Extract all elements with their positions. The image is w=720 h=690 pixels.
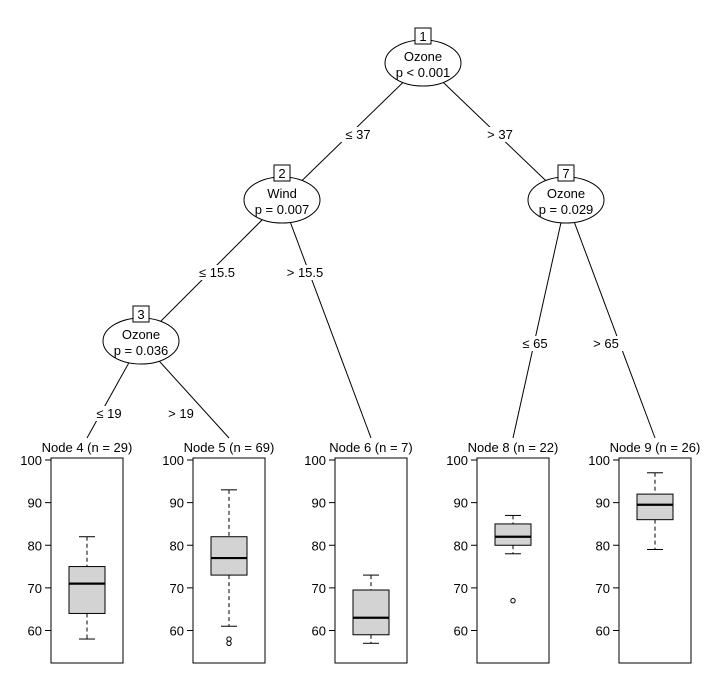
outlier-point (226, 636, 232, 642)
edge-label-bg (281, 265, 329, 280)
node-p-value: p = 0.007 (255, 202, 310, 217)
axis-tick-label: 70 (312, 581, 326, 596)
axis-tick-label: 100 (162, 453, 184, 468)
axis-tick-label: 80 (312, 538, 326, 553)
panel-frame (618, 457, 692, 664)
edge-2-6 (281, 199, 372, 439)
terminal-node-4: Node 4 (n = 29) 60 70 80 90 100 (20, 440, 133, 664)
node-id-box (132, 305, 150, 323)
axis-tick-label: 60 (596, 624, 610, 639)
edge-7-8 (512, 199, 567, 439)
axis-tick-label: 60 (312, 624, 326, 639)
node-id-box (273, 164, 291, 182)
panel-title: Node 5 (n = 69) (184, 440, 275, 455)
axis-tick-label: 90 (596, 496, 610, 511)
edge-label: ≤ 37 (345, 127, 370, 142)
iqr-box (636, 493, 674, 521)
terminal-node-6: Node 6 (n = 7) 60 70 80 90 100 (304, 440, 413, 664)
node-id-box (557, 164, 575, 182)
edge-label: > 65 (593, 336, 619, 351)
axis-tick-label: 70 (28, 581, 42, 596)
axis-tick-label: 60 (170, 624, 184, 639)
node-id: 3 (137, 307, 144, 322)
panel-title: Node 8 (n = 22) (468, 440, 559, 455)
iqr-box (68, 566, 106, 614)
edge-label-bg (589, 336, 623, 351)
panel-frame (476, 457, 550, 664)
iqr-box (494, 523, 532, 546)
edge-label-bg (483, 127, 517, 142)
node-p-value: p < 0.001 (396, 65, 451, 80)
terminal-node-5: Node 5 (n = 69) 60 70 80 90 100 (162, 440, 275, 664)
axis-tick-label: 70 (596, 581, 610, 596)
axis-tick-label: 100 (446, 453, 468, 468)
axis-tick-label: 90 (454, 496, 468, 511)
axis-tick-label: 90 (170, 496, 184, 511)
node-id: 2 (278, 166, 285, 181)
axis-tick-label: 100 (20, 453, 42, 468)
axis-tick-label: 90 (312, 496, 326, 511)
edge-label-bg (193, 265, 241, 280)
edge-label: ≤ 15.5 (199, 265, 235, 280)
edge-label-bg (341, 127, 375, 142)
edge-7-9 (565, 199, 656, 439)
edge-label-bg (518, 336, 552, 351)
axis-tick-label: 100 (588, 453, 610, 468)
axis-tick-label: 60 (28, 624, 42, 639)
panel-title: Node 9 (n = 26) (610, 440, 701, 455)
edge-label: > 15.5 (287, 265, 324, 280)
axis-tick-label: 90 (28, 496, 42, 511)
node-id-box (414, 27, 432, 45)
axis-tick-label: 80 (596, 538, 610, 553)
edge-label: ≤ 65 (522, 336, 547, 351)
axis-tick-label: 80 (454, 538, 468, 553)
node-id: 1 (419, 29, 426, 44)
node-p-value: p = 0.029 (539, 202, 594, 217)
edge-label-bg (164, 406, 198, 421)
axis-tick-label: 60 (454, 624, 468, 639)
node-id: 7 (562, 166, 569, 181)
axis-tick-label: 80 (28, 538, 42, 553)
edges-layer (86, 62, 656, 439)
edge-label: > 19 (168, 406, 194, 421)
node-variable: Ozone (122, 327, 160, 342)
axis-tick-label: 100 (304, 453, 326, 468)
node-p-value: p = 0.036 (114, 343, 169, 358)
edge-label: ≤ 19 (96, 406, 121, 421)
axis-tick-label: 70 (454, 581, 468, 596)
outlier-point (510, 597, 516, 604)
edge-label: > 37 (487, 127, 513, 142)
node-variable: Wind (267, 186, 297, 201)
panel-title: Node 6 (n = 7) (329, 440, 412, 455)
axis-tick-label: 80 (170, 538, 184, 553)
axis-tick-label: 70 (170, 581, 184, 596)
terminal-node-8: Node 8 (n = 22) 60 70 80 90 100 (446, 440, 559, 664)
iqr-box (210, 536, 248, 576)
outlier-point (226, 640, 232, 646)
node-variable: Ozone (547, 186, 585, 201)
terminal-node-9: Node 9 (n = 26) 60 70 80 90 100 (588, 440, 701, 664)
iqr-box (352, 589, 390, 636)
edge-labels-layer: ≤ 37 > 37 ≤ 15.5 > 15.5 ≤ 19 > 19 ≤ 65 > 65 (92, 127, 623, 421)
edge-label-bg (92, 406, 126, 421)
panel-title: Node 4 (n = 29) (42, 440, 133, 455)
node-variable: Ozone (404, 49, 442, 64)
